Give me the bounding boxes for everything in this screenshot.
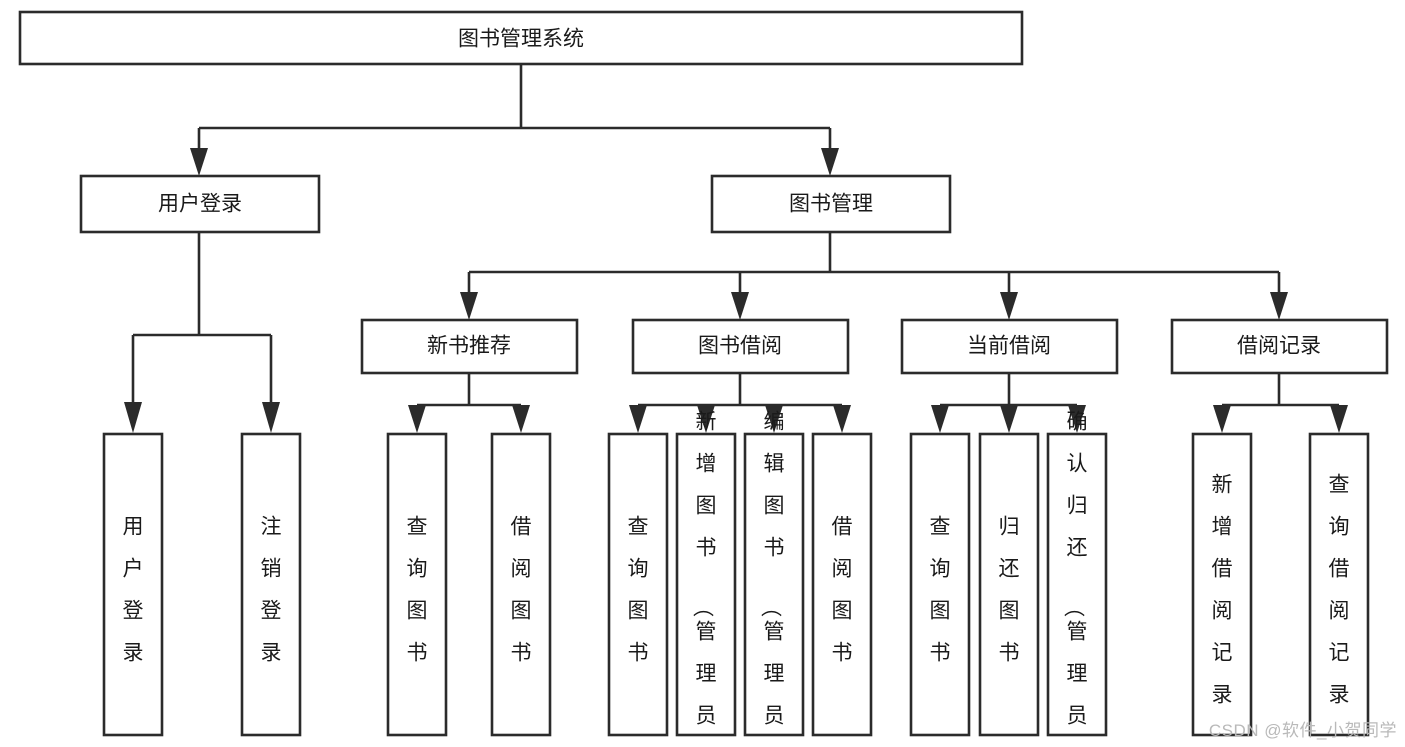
node-root-label: 图书管理系统: [458, 28, 584, 51]
connector-layer: [124, 64, 1348, 433]
node-leaf-12-box[interactable]: [1191, 432, 1253, 737]
node-leaf-9[interactable]: 查询图书: [909, 432, 971, 737]
arrowhead-leaf-3: [408, 405, 426, 433]
arrowhead-leaf-1: [124, 402, 142, 433]
node-leaf-11-box[interactable]: [1046, 432, 1108, 737]
arrowhead-leaf-7: [765, 405, 783, 433]
node-leaf-5-label: 查询图书: [628, 515, 649, 664]
node-login-box[interactable]: [79, 174, 321, 234]
arrowhead-newbook: [460, 292, 478, 320]
node-leaf-6-label: 新增图书（管理员）: [691, 410, 717, 747]
node-borrow-label: 图书借阅: [698, 335, 782, 358]
node-bookmgmt-label: 图书管理: [789, 193, 873, 216]
arrowhead-leaf-8: [833, 405, 851, 433]
node-leaf-6[interactable]: 新增图书（管理员）: [675, 410, 737, 747]
node-root[interactable]: 图书管理系统: [18, 10, 1024, 66]
node-leaf-3[interactable]: 查询图书: [386, 432, 448, 737]
node-leaf-4-box[interactable]: [490, 432, 552, 737]
node-records-label: 借阅记录: [1237, 335, 1321, 358]
node-leaf-2-box[interactable]: [240, 432, 302, 737]
node-current-label: 当前借阅: [967, 335, 1051, 358]
arrowhead-leaf-4: [512, 405, 530, 433]
node-records-box[interactable]: [1170, 318, 1389, 375]
node-bookmgmt[interactable]: 图书管理: [710, 174, 952, 234]
node-login[interactable]: 用户登录: [79, 174, 321, 234]
node-borrow[interactable]: 图书借阅: [631, 318, 850, 375]
node-borrow-box[interactable]: [631, 318, 850, 375]
node-leaf-2[interactable]: 注销登录: [240, 432, 302, 737]
node-leaf-13-box[interactable]: [1308, 432, 1370, 737]
arrowhead-leaf-6: [697, 405, 715, 433]
arrowhead-leaf-11: [1068, 405, 1086, 433]
arrowhead-login: [190, 148, 208, 176]
node-leaf-1-label: 用户登录: [123, 515, 144, 664]
node-root-box[interactable]: [18, 10, 1024, 66]
node-login-label: 用户登录: [158, 193, 242, 216]
node-leaf-12[interactable]: 新增借阅记录: [1191, 432, 1253, 737]
node-leaf-12-label: 新增借阅记录: [1212, 473, 1233, 706]
csdn-watermark: CSDN @软件_小贺同学: [1208, 721, 1397, 740]
arrowhead-leaf-10: [1000, 405, 1018, 433]
node-leaf-13-label: 查询借阅记录: [1329, 473, 1350, 706]
node-leaf-11-label: 确认归还（管理员）: [1062, 410, 1088, 747]
node-leaf-8-box[interactable]: [811, 432, 873, 737]
arrowhead-bookmgmt: [821, 148, 839, 176]
arrowhead-current: [1000, 292, 1018, 320]
arrowhead-leaf-12: [1213, 405, 1231, 433]
node-bookmgmt-box[interactable]: [710, 174, 952, 234]
arrowhead-leaf-13: [1330, 405, 1348, 433]
node-leaf-7-label: 编辑图书（管理员）: [759, 410, 785, 747]
node-leaf-4-label: 借阅图书: [511, 515, 532, 664]
arrowhead-records: [1270, 292, 1288, 320]
node-leaf-9-label: 查询图书: [930, 515, 951, 664]
node-current[interactable]: 当前借阅: [900, 318, 1119, 375]
node-leaf-10-box[interactable]: [978, 432, 1040, 737]
node-leaf-1[interactable]: 用户登录: [102, 432, 164, 737]
node-newbook-label: 新书推荐: [427, 335, 511, 358]
node-leaf-9-box[interactable]: [909, 432, 971, 737]
arrowhead-leaf-9: [931, 405, 949, 433]
node-leaf-6-box[interactable]: [675, 432, 737, 737]
arrowhead-borrow: [731, 292, 749, 320]
node-leaf-3-label: 查询图书: [407, 515, 428, 664]
node-current-box[interactable]: [900, 318, 1119, 375]
node-leaf-8-label: 借阅图书: [832, 515, 853, 664]
node-leaf-7[interactable]: 编辑图书（管理员）: [743, 410, 805, 747]
node-leaf-5-box[interactable]: [607, 432, 669, 737]
node-newbook-box[interactable]: [360, 318, 579, 375]
arrowhead-leaf-5: [629, 405, 647, 433]
node-leaf-3-box[interactable]: [386, 432, 448, 737]
node-newbook[interactable]: 新书推荐: [360, 318, 579, 375]
node-leaf-7-box[interactable]: [743, 432, 805, 737]
node-leaf-13[interactable]: 查询借阅记录: [1308, 432, 1370, 737]
arrowhead-leaf-2: [262, 402, 280, 433]
node-leaf-5[interactable]: 查询图书: [607, 432, 669, 737]
node-records[interactable]: 借阅记录: [1170, 318, 1389, 375]
node-leaf-1-box[interactable]: [102, 432, 164, 737]
node-leaf-4[interactable]: 借阅图书: [490, 432, 552, 737]
node-leaf-10[interactable]: 归还图书: [978, 432, 1040, 737]
node-leaf-10-label: 归还图书: [999, 515, 1020, 664]
node-leaf-2-label: 注销登录: [261, 515, 282, 664]
node-leaf-8[interactable]: 借阅图书: [811, 432, 873, 737]
node-leaf-11[interactable]: 确认归还（管理员）: [1046, 410, 1108, 747]
